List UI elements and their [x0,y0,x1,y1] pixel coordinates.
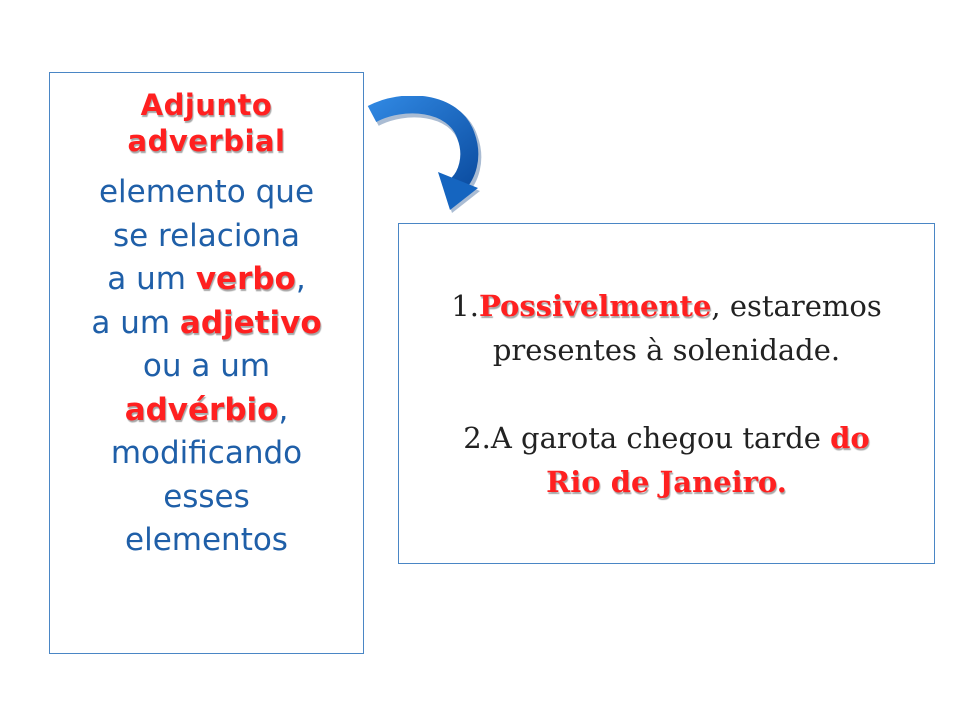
example-1-rest: , estaremos [711,289,882,323]
example-2-keyword-part2: Rio de Janeiro. [546,465,787,499]
curved-down-arrow-icon [367,96,482,213]
def-line-8: esses [163,478,250,515]
def-line-5: ou a um [142,348,271,384]
title-line-2: adverbial [127,124,286,158]
definition-text: elemento que se relaciona a um verbo, a … [50,171,363,563]
def-line-6-suffix: , [278,391,289,428]
def-line-1: elemento que [98,174,315,210]
def-line-3: a um verbo, [50,258,363,302]
example-2: 2.A garota chegou tarde do Rio de Janeir… [399,416,934,504]
definition-title: Adjunto adverbial [50,87,363,159]
example-1-keyword: Possivelmente [478,289,712,323]
example-2-prefix: 2.A garota chegou tarde [463,421,831,455]
def-line-7: modificando [110,435,303,471]
example-1-number: 1. [451,289,479,323]
keyword-adjetivo: adjetivo [179,304,322,341]
example-1-line-2: presentes à solenidade. [492,333,841,367]
def-line-3-prefix: a um [107,261,196,297]
keyword-adverbio: advérbio [124,391,279,428]
examples-box: 1.Possivelmente, estaremos presentes à s… [398,223,935,564]
def-line-6: advérbio, [50,389,363,433]
def-line-4-prefix: a um [91,304,180,341]
title-line-1: Adjunto [140,88,273,122]
def-line-2: se relaciona [112,217,301,254]
def-line-4: a um adjetivo [50,302,363,346]
example-2-keyword-part1: do [830,421,870,455]
keyword-verbo: verbo [195,261,296,297]
example-2-line-1: 2.A garota chegou tarde do [399,416,934,460]
example-1-line-1: 1.Possivelmente, estaremos [399,284,934,328]
example-1: 1.Possivelmente, estaremos presentes à s… [399,284,934,372]
def-line-3-suffix: , [295,261,306,297]
definition-box: Adjunto adverbial elemento que se relaci… [49,72,364,654]
def-line-9: elementos [125,522,288,558]
